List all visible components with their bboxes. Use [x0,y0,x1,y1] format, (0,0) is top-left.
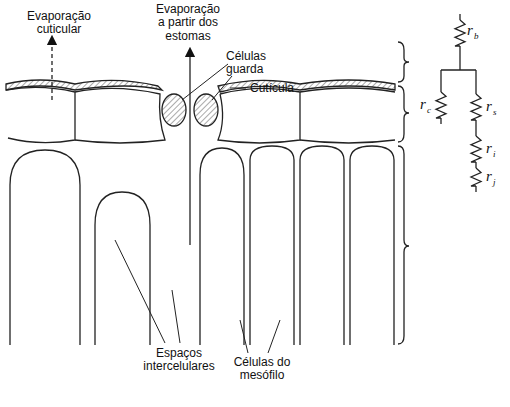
epidermal-cell [6,87,75,142]
resistance-subscript: s [493,107,497,117]
part-label: Cutícula [250,82,294,95]
mesophyll-cell [300,146,344,345]
mesophyll-cell [250,146,294,345]
part-label: Células do mesófilo [228,356,296,383]
resistor-symbol [471,136,481,162]
guard-cell [162,94,186,126]
wire [440,118,441,124]
resistance-subscript: i [493,149,496,159]
resistor-symbol [455,20,465,46]
mesophyll-cell [10,150,80,345]
resistance-symbol: r [467,22,473,39]
wire [440,70,441,92]
stomatal-evaporation-arrow [189,52,190,245]
part-label: Espaços intercelulares [138,347,220,374]
leader-line [230,88,246,89]
resistance-symbol: r [486,140,492,157]
wire [475,186,476,192]
resistance-symbol: r [486,98,492,115]
wire [441,69,476,70]
cuticular-evaporation-arrow [51,40,52,100]
bracket [398,42,409,82]
mesophyll-cell [200,148,244,345]
wire [475,162,476,168]
resistance-symbol: r [420,96,426,113]
resistance-symbol: r [486,168,492,185]
leader-line [212,76,232,100]
bracket [398,146,409,344]
mesophyll-cell [95,192,150,345]
resistance-subscript: c [427,105,431,115]
resistor-symbol [471,168,481,186]
leader-line [172,290,180,343]
bracket [398,86,409,142]
resistor-network [436,14,481,192]
leader-line [268,320,280,353]
leader-line [240,320,248,353]
cuticle [6,80,162,90]
process-label: Evaporação cuticular [22,10,96,37]
resistor-symbol [471,94,481,120]
resistance-subscript: b [474,31,479,41]
epidermal-cell [75,88,165,143]
epidermal-cell [300,88,395,143]
resistor-symbol [436,92,446,118]
leader-line [182,64,228,100]
resistance-subscript: j [493,177,496,187]
epidermal-cell [218,88,300,143]
wire [459,14,460,20]
guard-cell [194,94,218,126]
wire [475,120,476,136]
part-label: Células guarda [226,50,278,77]
wire [475,70,476,94]
wire [459,46,460,70]
leader-line [115,240,165,343]
process-label: Evaporação a partir dos estomas [152,3,224,43]
mesophyll-cell [350,146,394,345]
